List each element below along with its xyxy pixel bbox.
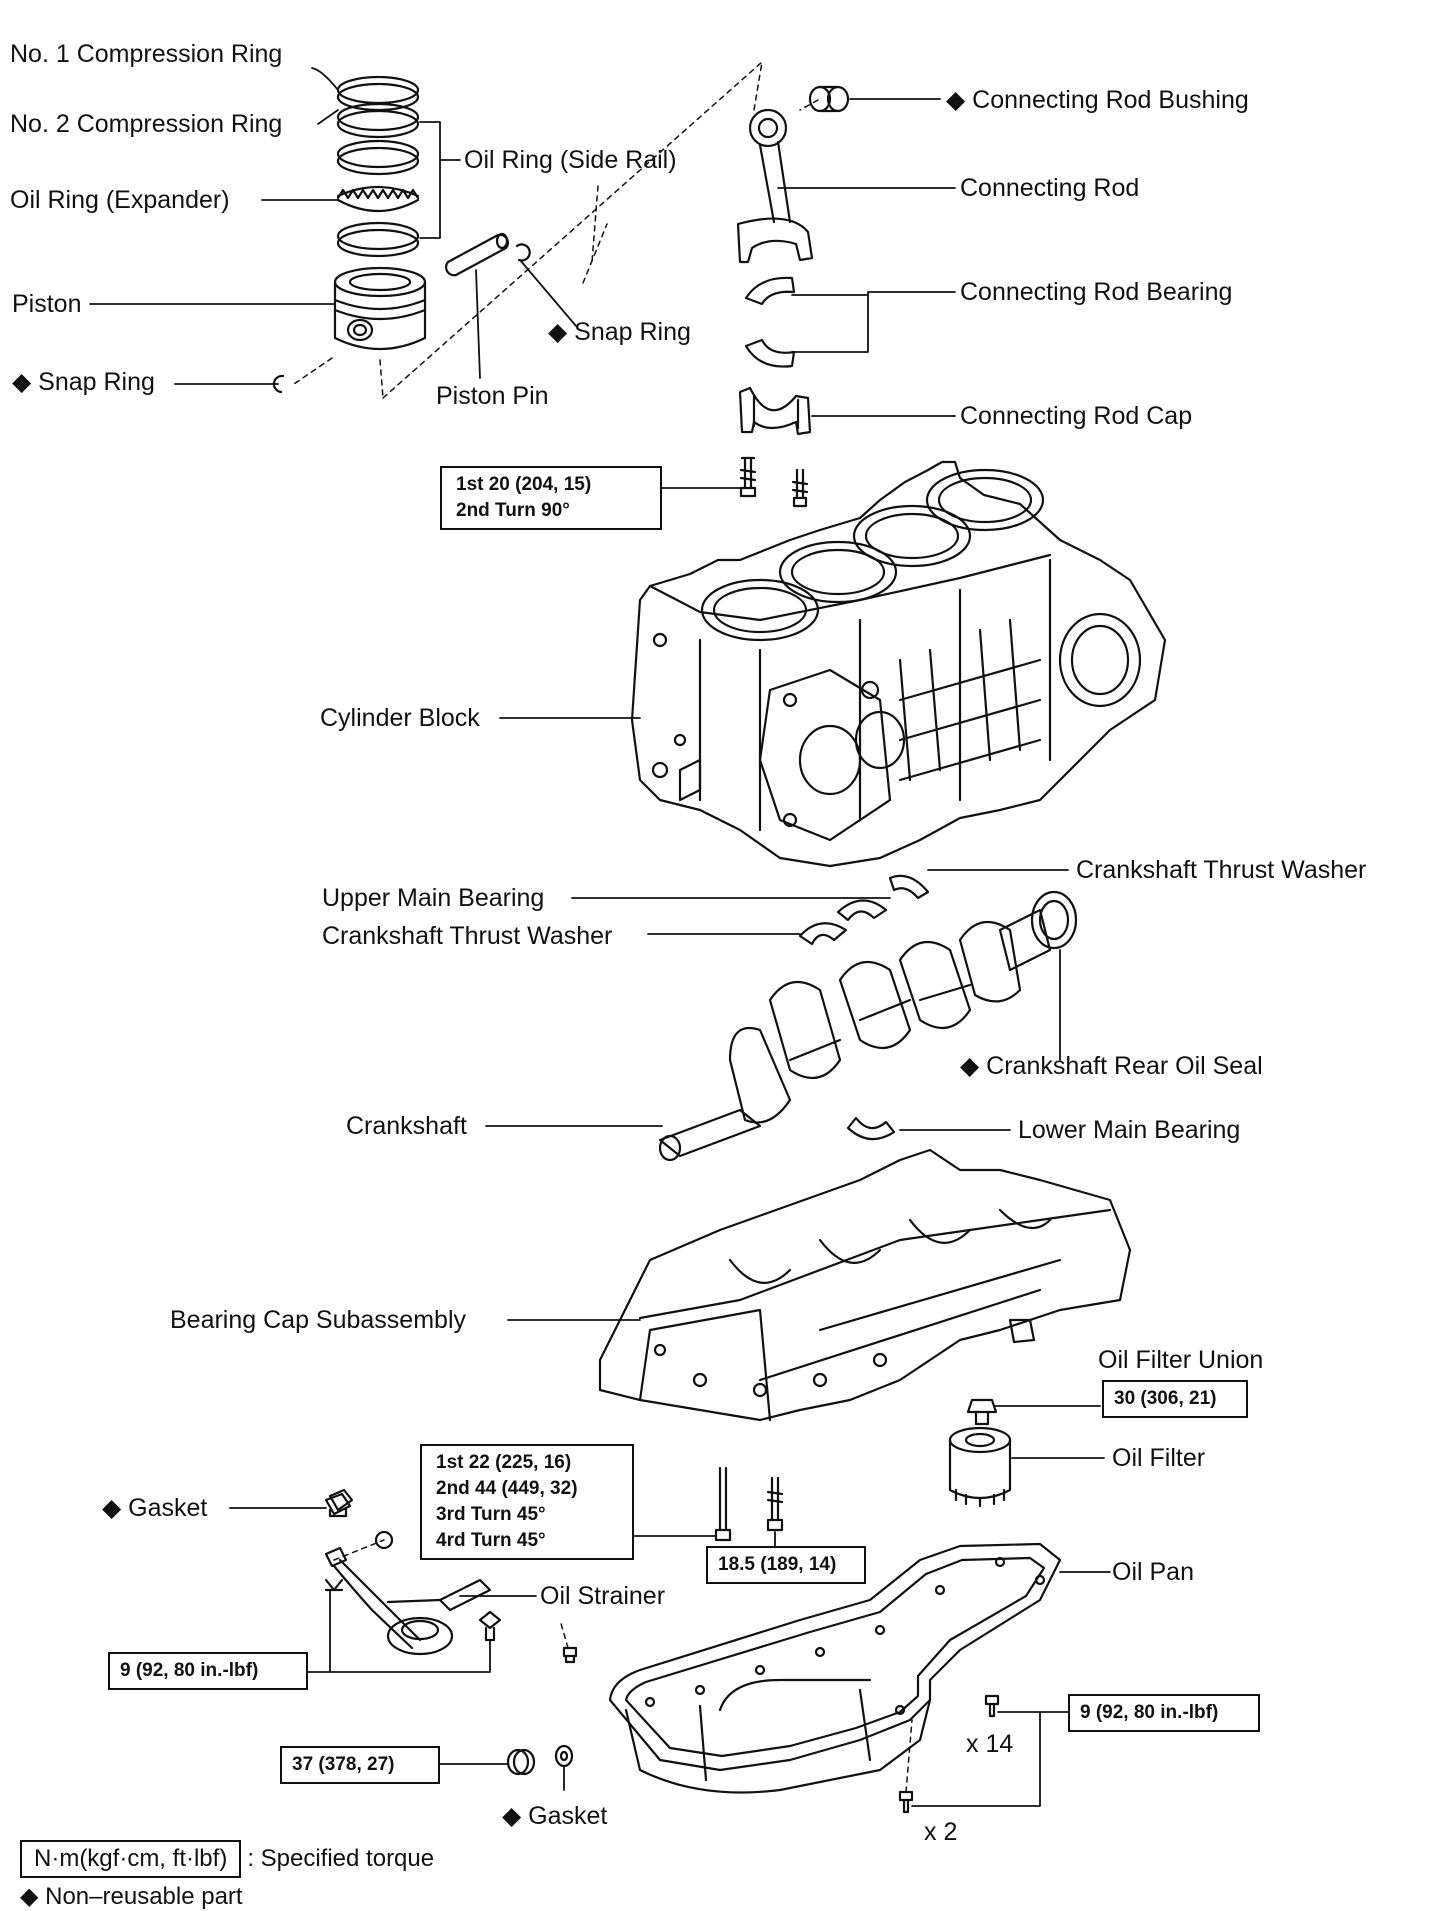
bearing-cap-bolts xyxy=(716,1468,782,1540)
torque-oil-strainer: 9 (92, 80 in.-lbf) xyxy=(120,1660,259,1681)
drain-gasket-drawing xyxy=(556,1746,572,1766)
legend-nonreusable: Non–reusable part xyxy=(20,1882,434,1911)
torque-bearing-cap-step2: 2nd 44 (449, 32) xyxy=(436,1478,578,1499)
label-no1-compression-ring: No. 1 Compression Ring xyxy=(10,40,283,68)
oil-filter-drawing xyxy=(950,1428,1010,1506)
label-crankshaft-thrust-washer-right: Crankshaft Thrust Washer xyxy=(1076,856,1367,884)
strainer-gasket-drawing xyxy=(326,1494,350,1516)
snap-ring-right-drawing xyxy=(517,244,530,260)
label-lower-main-bearing: Lower Main Bearing xyxy=(1018,1116,1241,1144)
oil-pan-drawing xyxy=(610,1544,1060,1793)
snap-ring-left-drawing xyxy=(274,376,283,392)
bearing-cap-drawing xyxy=(600,1150,1130,1420)
leader-lines xyxy=(90,68,1110,1806)
label-gasket-top: Gasket xyxy=(102,1496,207,1521)
label-crankshaft-thrust-washer-left: Crankshaft Thrust Washer xyxy=(322,922,613,950)
label-x14: x 14 xyxy=(966,1730,1014,1758)
label-oil-ring-side-rail: Oil Ring (Side Rail) xyxy=(464,146,677,174)
label-oil-filter: Oil Filter xyxy=(1112,1444,1206,1472)
cylinder-block-drawing xyxy=(632,462,1165,866)
oil-filter-union-drawing xyxy=(968,1400,996,1424)
label-oil-filter-union: Oil Filter Union xyxy=(1098,1346,1264,1374)
torque-box-conrod: 1st 20 (204, 15) 2nd Turn 90° xyxy=(440,466,662,530)
label-piston: Piston xyxy=(12,290,82,318)
label-connecting-rod-cap: Connecting Rod Cap xyxy=(960,402,1193,430)
label-crankshaft-rear-oil-seal: Crankshaft Rear Oil Seal xyxy=(960,1054,1263,1079)
label-oil-ring-expander: Oil Ring (Expander) xyxy=(10,186,230,214)
label-no2-compression-ring: No. 2 Compression Ring xyxy=(10,110,283,138)
label-connecting-rod-bearing: Connecting Rod Bearing xyxy=(960,278,1233,306)
torque-bearing-cap-bolt: 18.5 (189, 14) xyxy=(718,1554,837,1575)
drain-plug-drawing xyxy=(508,1750,534,1774)
conrod-bearing-drawing xyxy=(746,278,794,367)
torque-oil-filter-union: 30 (306, 21) xyxy=(1114,1388,1217,1409)
conrod-bolts xyxy=(741,458,807,506)
conrod-cap-drawing xyxy=(740,388,810,434)
legend: N·m(kgf·cm, ft·lbf) : Specified torque N… xyxy=(20,1840,434,1911)
label-snap-ring-right: Snap Ring xyxy=(548,320,691,345)
piston-rings xyxy=(338,77,418,256)
torque-oil-pan: 9 (92, 80 in.-lbf) xyxy=(1080,1702,1219,1723)
label-connecting-rod: Connecting Rod xyxy=(960,174,1140,202)
torque-bearing-cap-step3: 3rd Turn 45° xyxy=(436,1504,546,1525)
torque-box-bearing-cap-bolt: 18.5 (189, 14) xyxy=(706,1546,866,1584)
label-gasket-bottom: Gasket xyxy=(502,1804,607,1829)
main-bearings-and-washers xyxy=(800,876,928,1139)
conrod-drawing xyxy=(738,110,812,262)
label-bearing-cap-subassembly: Bearing Cap Subassembly xyxy=(170,1306,466,1334)
label-x2: x 2 xyxy=(924,1818,958,1846)
conrod-bushing-drawing xyxy=(810,87,848,111)
oil-pan-bolts xyxy=(560,1620,998,1812)
torque-conrod-step2: 2nd Turn 90° xyxy=(456,500,570,521)
torque-bearing-cap-step1: 1st 22 (225, 16) xyxy=(436,1452,572,1473)
piston-body xyxy=(335,268,425,349)
legend-torque-text: : Specified torque xyxy=(247,1845,435,1872)
label-piston-pin: Piston Pin xyxy=(436,382,549,410)
label-snap-ring-left: Snap Ring xyxy=(12,370,155,395)
torque-conrod-step1: 1st 20 (204, 15) xyxy=(456,474,592,495)
torque-drain-plug: 37 (378, 27) xyxy=(292,1754,395,1775)
label-oil-pan: Oil Pan xyxy=(1112,1558,1194,1586)
rear-oil-seal-drawing xyxy=(1032,892,1076,948)
label-crankshaft: Crankshaft xyxy=(346,1112,467,1140)
crankshaft-drawing xyxy=(660,910,1050,1160)
torque-box-oil-pan: 9 (92, 80 in.-lbf) xyxy=(1068,1694,1260,1732)
torque-box-oil-filter-union: 30 (306, 21) xyxy=(1102,1380,1248,1418)
legend-torque-box: N·m(kgf·cm, ft·lbf) xyxy=(20,1840,242,1878)
torque-box-drain-plug: 37 (378, 27) xyxy=(280,1746,440,1784)
piston-pin-drawing xyxy=(446,234,508,275)
label-upper-main-bearing: Upper Main Bearing xyxy=(322,884,545,912)
torque-bearing-cap-step4: 4rd Turn 45° xyxy=(436,1530,546,1551)
label-connecting-rod-bushing: Connecting Rod Bushing xyxy=(946,88,1249,113)
torque-box-oil-strainer: 9 (92, 80 in.-lbf) xyxy=(108,1652,308,1690)
torque-box-bearing-cap: 1st 22 (225, 16) 2nd 44 (449, 32) 3rd Tu… xyxy=(420,1444,634,1560)
label-cylinder-block: Cylinder Block xyxy=(320,704,480,732)
oil-strainer-drawing xyxy=(326,1490,500,1654)
assembly-dashed-lines xyxy=(294,62,818,398)
label-oil-strainer: Oil Strainer xyxy=(540,1582,666,1610)
